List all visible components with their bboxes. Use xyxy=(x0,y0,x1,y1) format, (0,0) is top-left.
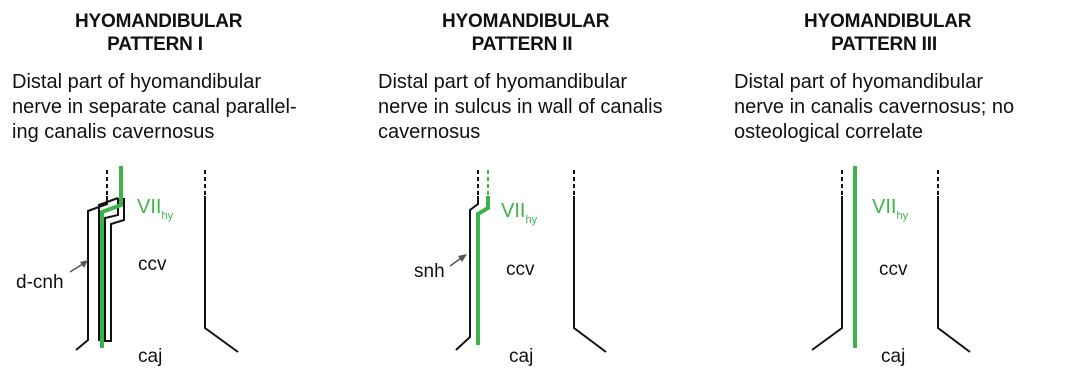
nerve-label-sub: hy xyxy=(896,210,908,222)
panel-description: Distal part of hyomandibular nerve in ca… xyxy=(734,70,1014,145)
diagram-pattern-2: snh VIIhy ccv caj xyxy=(414,170,607,367)
panel-title: HYOMANDIBULAR PATTERN II xyxy=(442,10,610,56)
nerve-label-main: VII xyxy=(501,200,525,222)
nerve-label: VIIhy xyxy=(872,196,909,222)
right-wall xyxy=(937,196,971,353)
diagram-pattern-3: VIIhy ccv caj xyxy=(811,166,971,367)
title-line-2: PATTERN III xyxy=(831,34,937,55)
nerve-label-sub: hy xyxy=(161,210,173,222)
desc-line-2: nerve in separate canal parallel- xyxy=(12,96,297,118)
desc-line-1: Distal part of hyomandibular xyxy=(378,71,628,93)
right-wall xyxy=(204,196,239,353)
desc-line-2: nerve in sulcus in wall of canalis xyxy=(378,96,663,118)
desc-line-1: Distal part of hyomandibular xyxy=(12,71,262,93)
desc-line-3: osteological correlate xyxy=(734,121,923,143)
nerve-label-main: VII xyxy=(137,196,161,218)
desc-line-3: ing canalis cavernosus xyxy=(12,121,215,143)
caj-label: caj xyxy=(509,346,533,367)
title-line-1: HYOMANDIBULAR xyxy=(442,11,610,32)
diagram-pattern-1: d-cnh VIIhy ccv caj xyxy=(16,166,239,367)
desc-line-2: nerve in canalis cavernosus; no xyxy=(734,96,1015,118)
pointer-label: snh xyxy=(414,261,445,282)
desc-line-3: cavernosus xyxy=(378,121,481,143)
nerve-label: VIIhy xyxy=(137,196,174,222)
pointer-arrow-head xyxy=(80,260,88,268)
title-line-2: PATTERN I xyxy=(107,34,203,55)
nerve-label-sub: hy xyxy=(525,214,537,226)
ccv-label: ccv xyxy=(506,259,535,280)
panel-pattern-1: HYOMANDIBULAR PATTERN I Distal part of h… xyxy=(0,0,356,368)
title-line-1: HYOMANDIBULAR xyxy=(804,11,972,32)
hyomandibular-nerve xyxy=(100,166,123,348)
ccv-label: ccv xyxy=(138,254,167,275)
canal-wall-inner xyxy=(98,197,119,341)
right-wall xyxy=(573,196,607,353)
panel-pattern-3: HYOMANDIBULAR PATTERN III Distal part of… xyxy=(712,0,1068,368)
title-line-2: PATTERN II xyxy=(471,34,573,55)
left-wall xyxy=(811,196,843,351)
hyomandibular-nerve xyxy=(476,196,490,345)
panel-description: Distal part of hyomandibular nerve in su… xyxy=(378,70,663,145)
panel-title: HYOMANDIBULAR PATTERN I xyxy=(75,10,243,56)
pointer-arrow-head xyxy=(458,254,467,262)
panel-pattern-2: HYOMANDIBULAR PATTERN II Distal part of … xyxy=(356,0,712,368)
left-wall xyxy=(455,196,479,351)
ccv-label: ccv xyxy=(879,259,908,280)
nerve-label: VIIhy xyxy=(501,200,538,226)
pointer-label: d-cnh xyxy=(16,272,64,293)
caj-label: caj xyxy=(138,346,162,367)
panel-description: Distal part of hyomandibular nerve in se… xyxy=(12,70,297,145)
title-line-1: HYOMANDIBULAR xyxy=(75,11,243,32)
desc-line-1: Distal part of hyomandibular xyxy=(734,71,984,93)
nerve-label-main: VII xyxy=(872,196,896,218)
panel-title: HYOMANDIBULAR PATTERN III xyxy=(804,10,972,56)
caj-label: caj xyxy=(881,346,905,367)
separate-canal xyxy=(104,198,125,342)
